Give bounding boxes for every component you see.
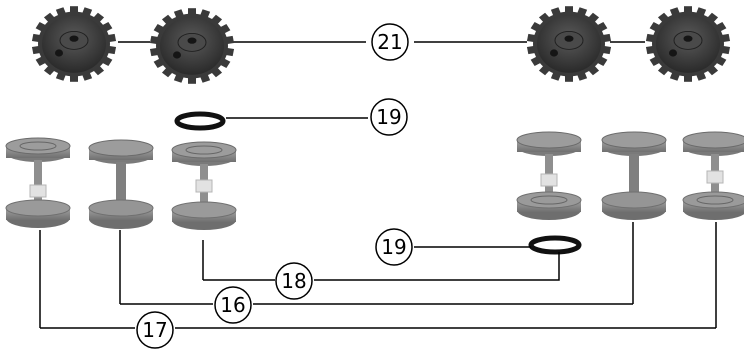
callout-19-top: 19 — [370, 98, 408, 136]
wheelset-left-1 — [5, 137, 71, 328]
gear-3 — [526, 5, 612, 83]
wheelset-left-3 — [171, 141, 237, 280]
svg-text:19: 19 — [376, 105, 401, 129]
wheelset-right-2 — [601, 131, 667, 304]
svg-text:21: 21 — [377, 30, 402, 54]
wheelset-left-2 — [88, 139, 154, 304]
svg-text:16: 16 — [220, 293, 245, 317]
callout-19-bottom: 19 — [375, 228, 413, 266]
wheelset-right-1 — [516, 131, 582, 220]
wheelset-right-3 — [682, 131, 744, 328]
svg-text:19: 19 — [381, 235, 406, 259]
traction-tyre-top: 19 — [174, 98, 408, 136]
callout-21: 21 — [371, 23, 409, 61]
gear-2 — [149, 7, 235, 85]
svg-text:17: 17 — [142, 318, 167, 342]
gear-1 — [31, 5, 117, 83]
traction-tyre-bottom: 19 — [375, 228, 582, 266]
callout-18-group: 18 — [203, 252, 560, 300]
callout-16-group: 16 — [120, 286, 633, 324]
gear-4 — [645, 5, 731, 83]
callout-17-group: 17 — [40, 311, 716, 349]
gear-row: 21 — [31, 5, 731, 85]
svg-text:18: 18 — [281, 269, 306, 293]
